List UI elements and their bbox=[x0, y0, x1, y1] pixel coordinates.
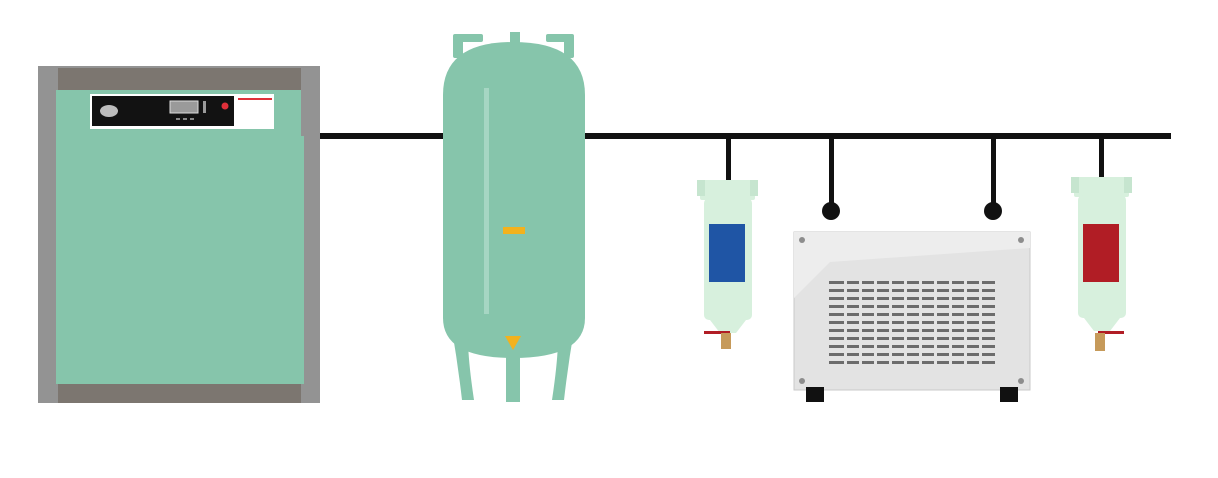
air-receiver-tank-icon bbox=[443, 32, 585, 402]
drop-pipes bbox=[726, 136, 1104, 220]
compressor-control-panel bbox=[90, 94, 274, 129]
line-filter-icon bbox=[697, 180, 758, 349]
dryer-vent-grille bbox=[829, 281, 995, 364]
refrigerated-dryer-icon bbox=[793, 231, 1031, 402]
air-compressor-icon bbox=[38, 66, 320, 403]
main-air-pipe bbox=[318, 133, 1171, 139]
line-filter-icon bbox=[1071, 177, 1132, 351]
